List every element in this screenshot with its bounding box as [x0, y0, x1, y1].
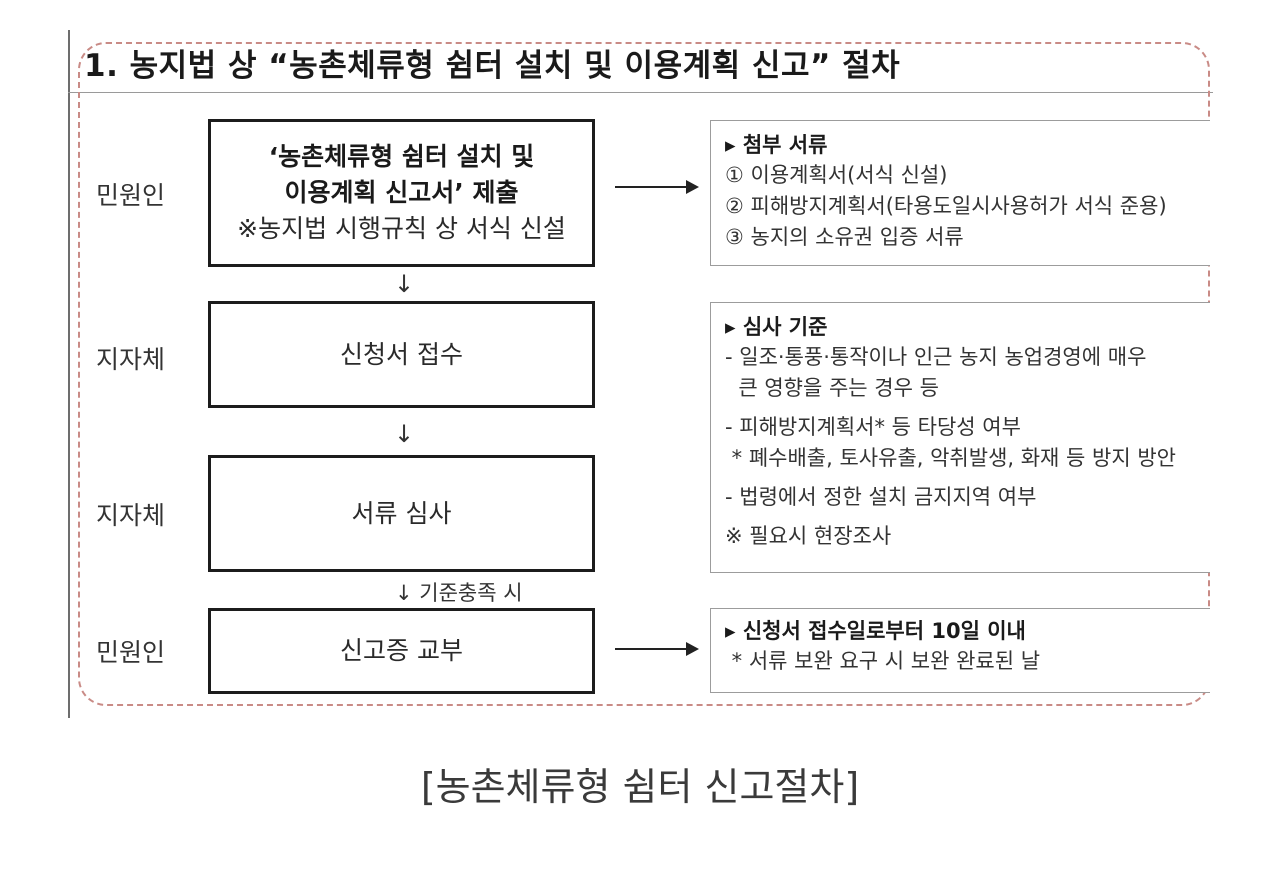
figure-caption: [농촌체류형 쉼터 신고절차] [420, 765, 860, 809]
panel-item: - 일조·통풍·통작이나 인근 농지 농업경영에 매우 [725, 345, 1147, 369]
actor-label: 민원인 [96, 181, 166, 210]
step-line: ‘농촌체류형 쉼터 설치 및 [268, 142, 535, 171]
issuance-panel: ▸ 신청서 접수일로부터 10일 이내 * 서류 보완 요구 시 보완 완료된 … [710, 608, 1210, 693]
step-submit-report: ‘농촌체류형 쉼터 설치 및 이용계획 신고서’ 제출 ※농지법 시행규칙 상 … [208, 119, 595, 267]
step-label: 신고증 교부 [340, 636, 463, 665]
panel-item: ③ 농지의 소유권 입증 서류 [725, 225, 964, 249]
down-arrow: ↓ [394, 270, 415, 298]
panel-item: - 법령에서 정한 설치 금지지역 여부 [725, 485, 1037, 509]
actor-label: 지자체 [96, 501, 166, 530]
panel-item: - 피해방지계획서* 등 타당성 여부 [725, 415, 1021, 439]
step-label: 서류 심사 [351, 498, 452, 528]
attachments-panel: ▸ 첨부 서류 ① 이용계획서(서식 신설) ② 피해방지계획서(타용도일시사용… [710, 120, 1210, 266]
right-arrow [615, 180, 699, 194]
step-line: 이용계획 신고서’ 제출 [284, 178, 519, 207]
condition-arrow: ↓ 기준충족 시 [395, 577, 523, 607]
step-issue-certificate: 신고증 교부 [208, 608, 595, 694]
panel-header: ▸ 첨부 서류 [725, 133, 828, 157]
actor-label: 지자체 [96, 345, 166, 374]
actor-label: 민원인 [96, 638, 166, 667]
right-arrow [615, 642, 699, 656]
condition-label: 기준충족 시 [419, 581, 523, 605]
panel-item: * 서류 보완 요구 시 보완 완료된 날 [725, 649, 1041, 673]
panel-item: 큰 영향을 주는 경우 등 [725, 376, 939, 400]
title-underline [68, 92, 1213, 93]
panel-header: ▸ 심사 기준 [725, 315, 828, 339]
step-label: 신청서 접수 [340, 339, 463, 369]
panel-item: ※ 필요시 현장조사 [725, 524, 892, 548]
step-note: ※농지법 시행규칙 상 서식 신설 [237, 214, 566, 243]
step-receive-application: 신청서 접수 [208, 301, 595, 408]
down-arrow: ↓ [394, 420, 415, 448]
panel-item: ① 이용계획서(서식 신설) [725, 163, 948, 187]
panel-header: ▸ 신청서 접수일로부터 10일 이내 [725, 619, 1026, 643]
down-arrow: ↓ [395, 581, 413, 605]
criteria-panel: ▸ 심사 기준 - 일조·통풍·통작이나 인근 농지 농업경영에 매우 큰 영향… [710, 302, 1210, 573]
panel-item: * 폐수배출, 토사유출, 악취발생, 화재 등 방지 방안 [725, 446, 1177, 470]
diagram-title: 1. 농지법 상 “농촌체류형 쉼터 설치 및 이용계획 신고” 절차 [84, 48, 901, 84]
step-review-documents: 서류 심사 [208, 455, 595, 572]
panel-item: ② 피해방지계획서(타용도일시사용허가 서식 준용) [725, 194, 1167, 218]
left-margin-line [68, 30, 70, 718]
